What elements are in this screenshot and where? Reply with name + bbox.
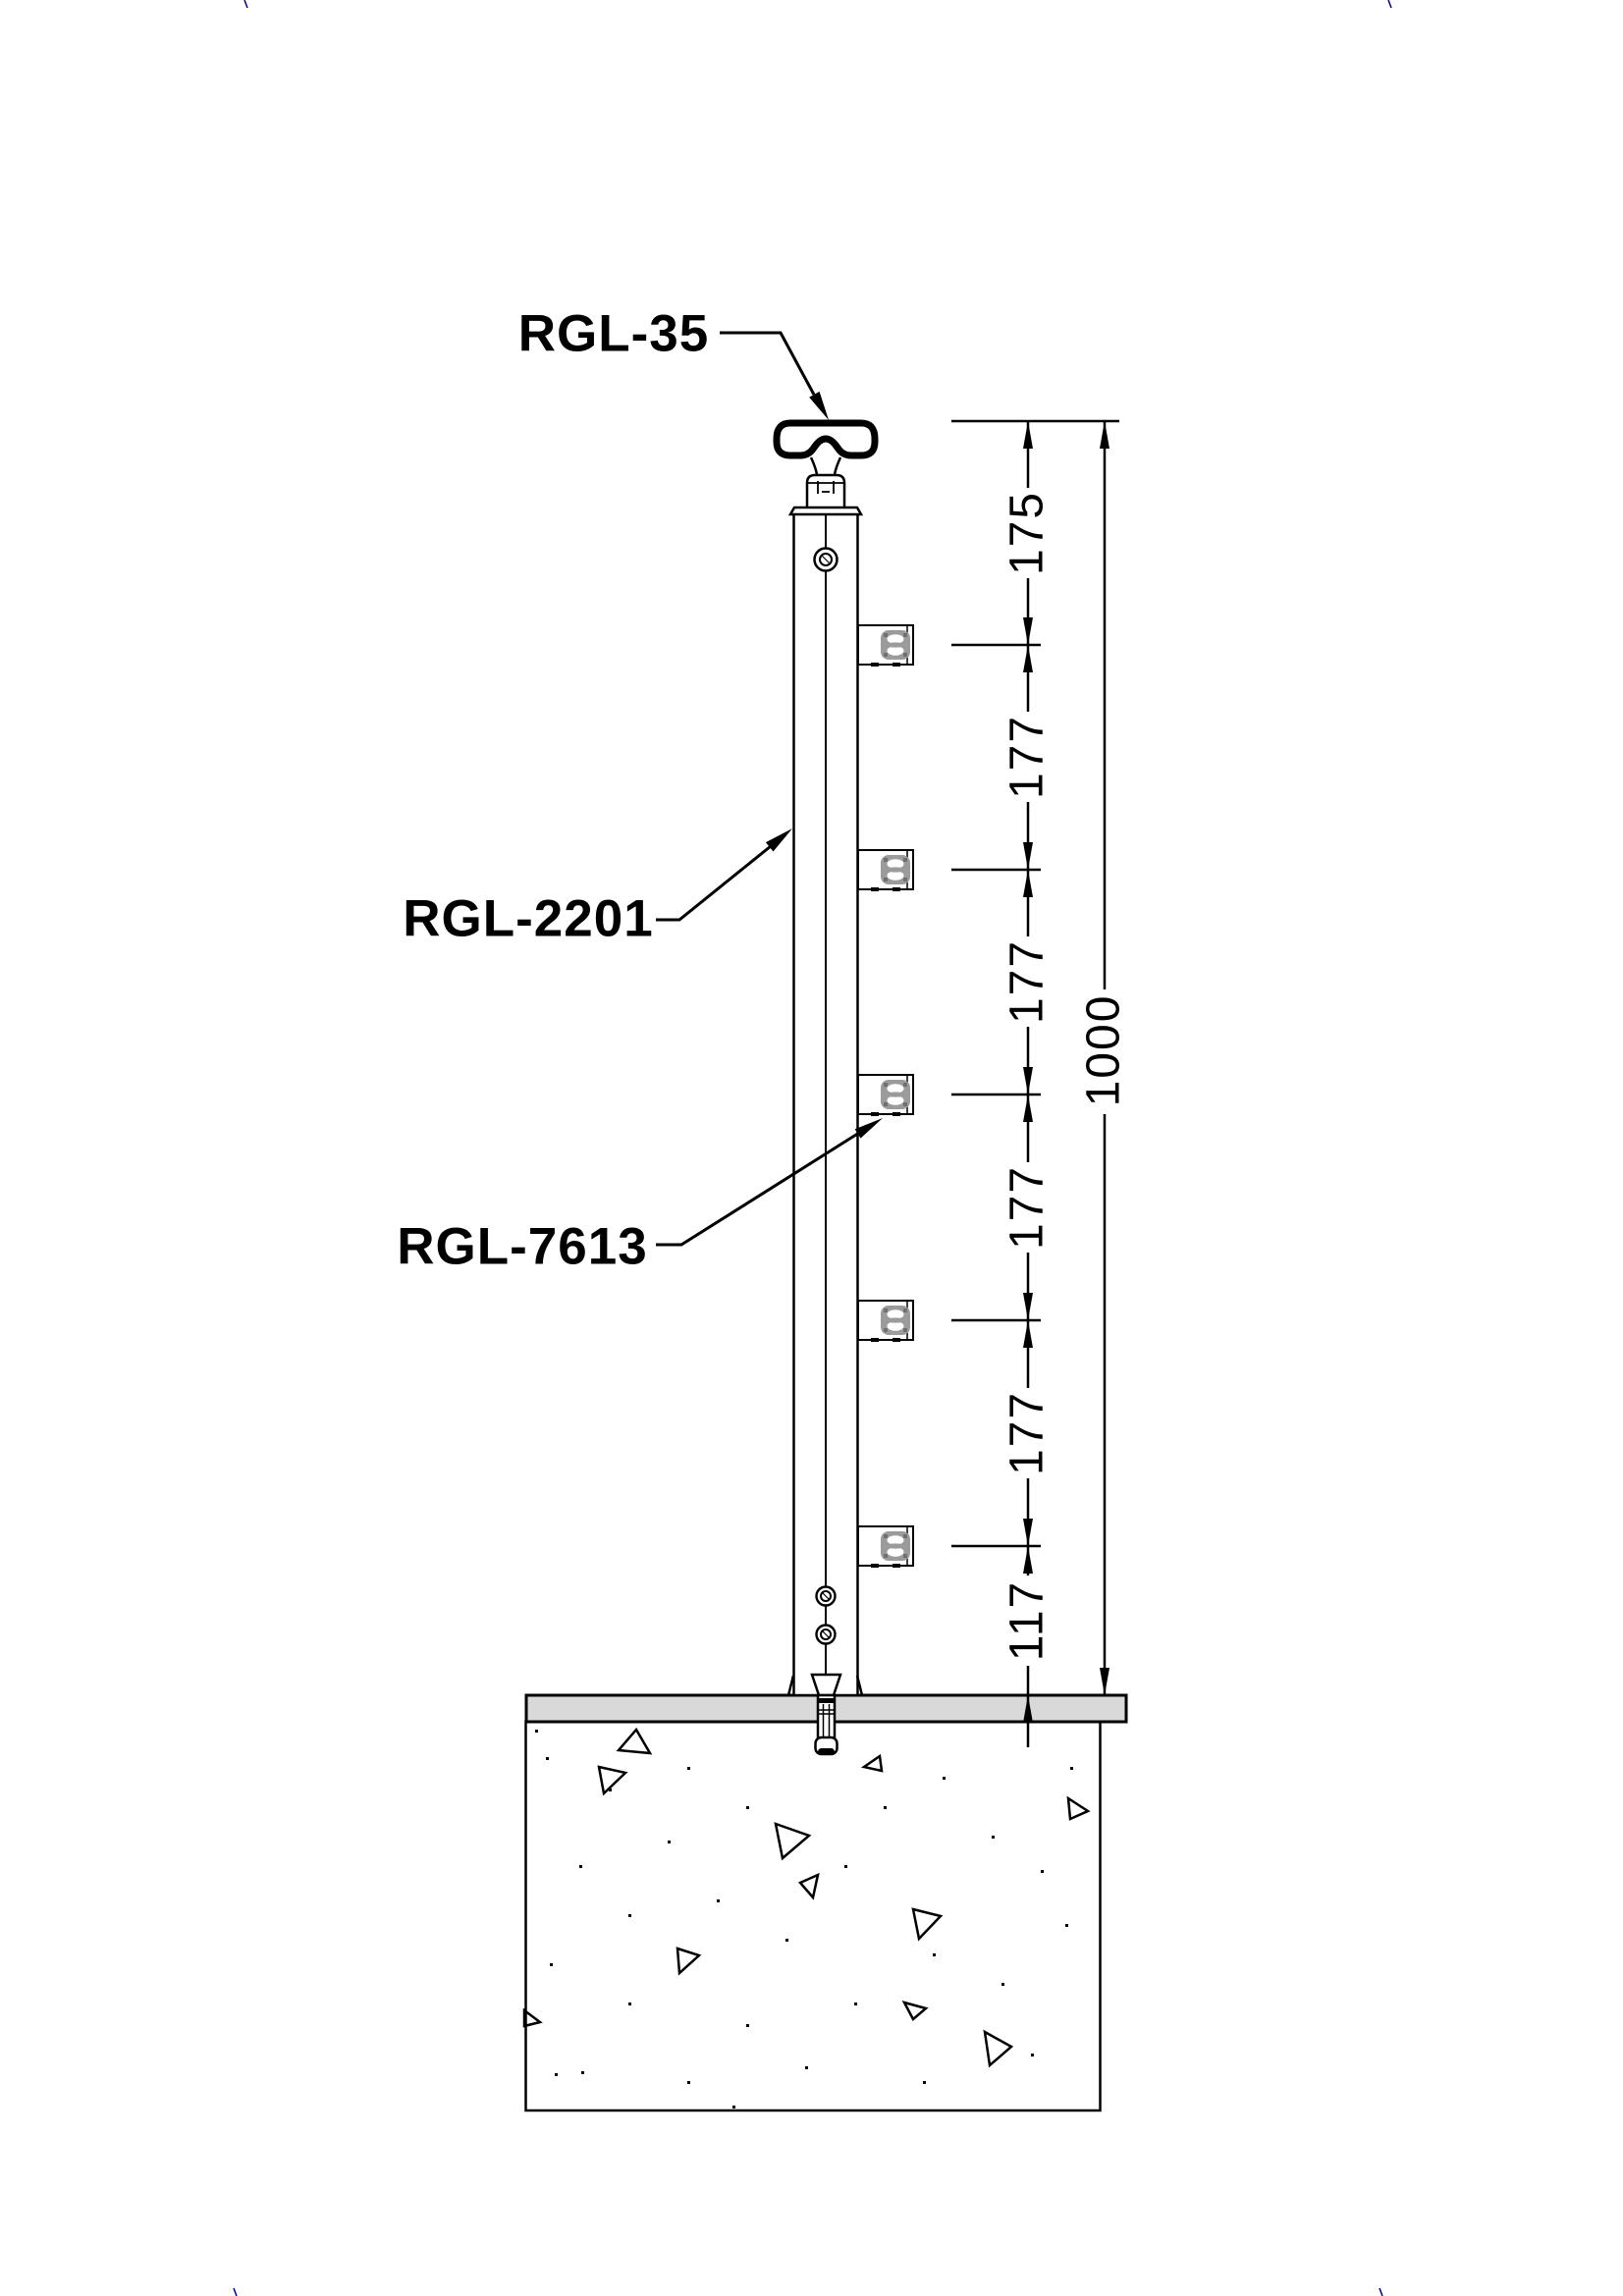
cable-holder: [857, 624, 914, 667]
handrail-profile: [773, 419, 879, 459]
dimension-lines: [949, 419, 1119, 1747]
dimension-text-177-2: 177: [1001, 938, 1054, 1025]
post: [786, 512, 864, 1697]
concrete-speckles: [535, 1730, 1073, 2109]
screw-icon: [815, 1624, 837, 1645]
concrete-texture: [522, 1727, 1091, 2068]
dimension-text-117: 117: [1001, 1579, 1054, 1662]
leader-post: [656, 828, 792, 922]
post-screws: [813, 547, 839, 1645]
cable-holder: [857, 849, 914, 892]
cable-holders: [857, 624, 914, 1569]
screw-icon: [815, 1585, 837, 1607]
dimension-text-177-3: 177: [1001, 1164, 1054, 1251]
anchor-bolt: [810, 1673, 842, 1756]
leader-holder: [656, 1118, 883, 1247]
dimension-text-177-1: 177: [1001, 714, 1054, 800]
leader-arrowhead: [765, 828, 792, 852]
screw-icon: [813, 547, 839, 572]
leader-arrowhead: [854, 1118, 883, 1139]
part-label-post: RGL-2201: [403, 889, 654, 948]
dimension-text-177-4: 177: [1001, 1390, 1054, 1476]
part-label-cap: RGL-35: [517, 304, 710, 363]
leader-arrowhead: [809, 391, 829, 420]
part-label-cable-holder: RGL-7613: [397, 1217, 648, 1276]
leader-cap: [720, 331, 829, 420]
handrail-cap: [773, 419, 879, 516]
concrete-foundation: [522, 1720, 1102, 2112]
cable-holder: [857, 1074, 914, 1117]
dimension-text-175: 175: [1001, 490, 1054, 576]
cable-holder: [857, 1300, 914, 1343]
registration-marks: [233, 0, 1392, 2296]
cable-holder: [857, 1525, 914, 1569]
dimension-text-overall-1000: 1000: [1077, 993, 1130, 1107]
